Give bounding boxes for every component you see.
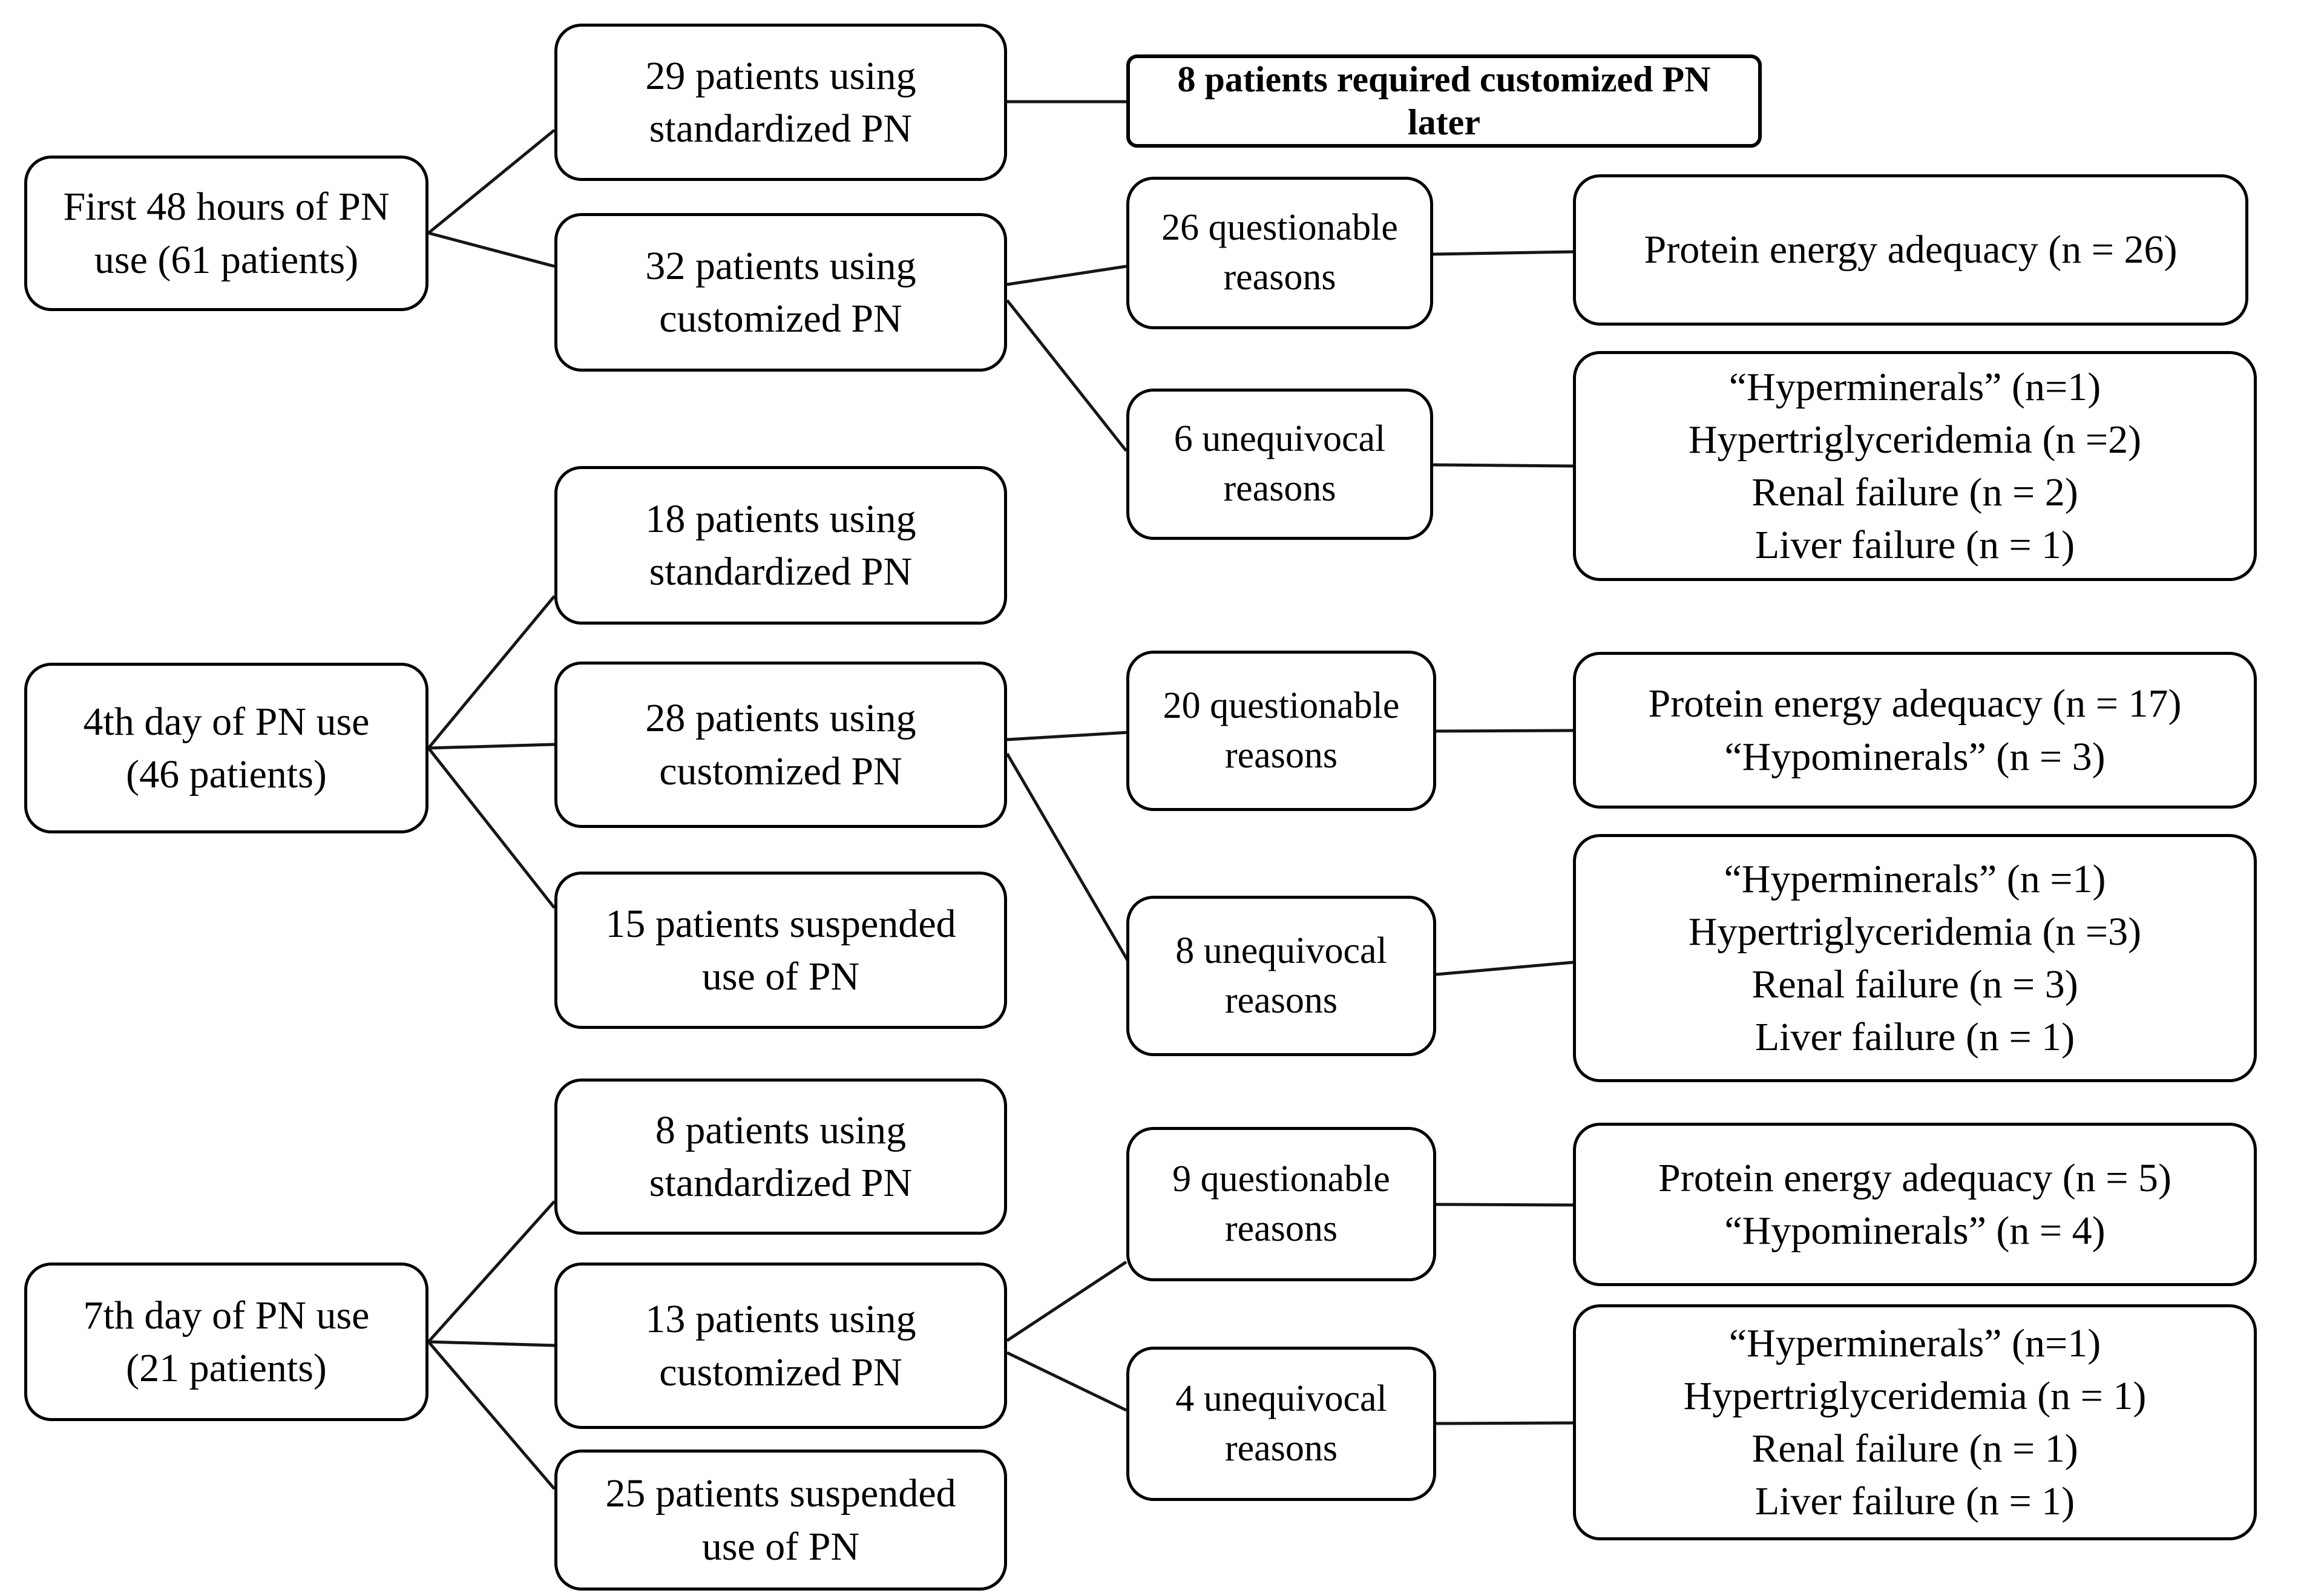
node-day7-customized: 13 patients using customized PN: [554, 1263, 1007, 1429]
node-day7-unequivocal-reasons: 4 unequivocal reasons: [1126, 1347, 1436, 1501]
node-day7-questionable-details: Protein energy adequacy (n = 5) “Hypomin…: [1573, 1123, 2257, 1286]
node-day4-standardized: 18 patients using standardized PN: [554, 466, 1007, 625]
node-first48-required-customized-later: 8 patients required customized PN later: [1126, 54, 1762, 148]
node-day7-unequivocal-details: “Hyperminerals” (n=1) Hypertriglyceridem…: [1573, 1304, 2257, 1540]
node-day7-standardized: 8 patients using standardized PN: [554, 1079, 1007, 1235]
node-day4-unequivocal-reasons: 8 unequivocal reasons: [1126, 896, 1436, 1056]
node-day4-suspended: 15 patients suspended use of PN: [554, 872, 1007, 1029]
node-day7-questionable-reasons: 9 questionable reasons: [1126, 1127, 1436, 1281]
node-first48-root: First 48 hours of PN use (61 patients): [24, 156, 428, 311]
node-first48-standardized: 29 patients using standardized PN: [554, 24, 1007, 181]
node-day4-questionable-details: Protein energy adequacy (n = 17) “Hypomi…: [1573, 652, 2257, 809]
node-first48-unequivocal-details: “Hyperminerals” (n=1) Hypertriglyceridem…: [1573, 351, 2257, 581]
node-day4-root: 4th day of PN use (46 patients): [24, 663, 428, 833]
node-first48-unequivocal-reasons: 6 unequivocal reasons: [1126, 389, 1433, 540]
node-day4-unequivocal-details: “Hyperminerals” (n =1) Hypertriglyceride…: [1573, 834, 2257, 1082]
node-first48-customized: 32 patients using customized PN: [554, 213, 1007, 372]
node-first48-questionable-reasons: 26 questionable reasons: [1126, 177, 1433, 329]
node-first48-questionable-details: Protein energy adequacy (n = 26): [1573, 174, 2248, 326]
node-day7-root: 7th day of PN use (21 patients): [24, 1263, 428, 1421]
node-day4-questionable-reasons: 20 questionable reasons: [1126, 651, 1436, 811]
node-day4-customized: 28 patients using customized PN: [554, 662, 1007, 828]
node-day7-suspended: 25 patients suspended use of PN: [554, 1450, 1007, 1591]
